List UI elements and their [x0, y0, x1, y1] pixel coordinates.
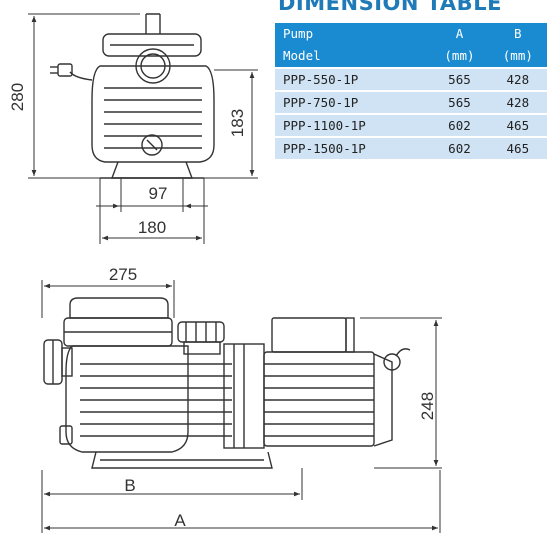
table-row: PPP-750-1P 565 428 [275, 90, 547, 114]
header-b: B [488, 23, 547, 45]
front-motor-height-label: 183 [228, 109, 247, 137]
cell-model: PPP-1500-1P [275, 136, 431, 159]
table-row: PPP-1500-1P 602 465 [275, 136, 547, 159]
cell-b: 428 [488, 67, 547, 91]
header-model: Model [275, 45, 431, 68]
header-a: A [430, 23, 489, 45]
side-length-label: 275 [109, 265, 137, 284]
cell-model: PPP-750-1P [275, 90, 431, 114]
cell-a: 602 [430, 113, 489, 137]
table-header-row: Model (mm) (mm) [275, 45, 547, 68]
front-dimension-lines [28, 13, 258, 244]
cell-a: 565 [430, 90, 489, 114]
dimension-b-label: B [124, 476, 135, 495]
table-row: PPP-1100-1P 602 465 [275, 113, 547, 137]
front-foot-width-label: 97 [149, 184, 168, 203]
cell-model: PPP-550-1P [275, 67, 431, 91]
side-motor-height-label: 248 [418, 392, 437, 420]
header-pump: Pump [275, 23, 431, 45]
header-a-unit: (mm) [430, 45, 489, 68]
dimension-table: Pump A B Model (mm) (mm) PPP-550-1P 565 … [275, 23, 547, 159]
cell-b: 428 [488, 90, 547, 114]
front-view-pump [50, 13, 215, 179]
cell-b: 465 [488, 136, 547, 159]
cell-a: 602 [430, 136, 489, 159]
table-header-row: Pump A B [275, 23, 547, 45]
front-height-label: 280 [8, 83, 27, 111]
table-row: PPP-550-1P 565 428 [275, 67, 547, 91]
cell-b: 465 [488, 113, 547, 137]
side-dimension-lines [41, 280, 442, 533]
dimension-a-label: A [174, 511, 186, 530]
side-view-pump [43, 297, 411, 469]
cell-model: PPP-1100-1P [275, 113, 431, 137]
front-base-width-label: 180 [138, 218, 166, 237]
header-b-unit: (mm) [488, 45, 547, 68]
cell-a: 565 [430, 67, 489, 91]
dimension-table-title: DIMENSION TABLE [278, 0, 502, 15]
